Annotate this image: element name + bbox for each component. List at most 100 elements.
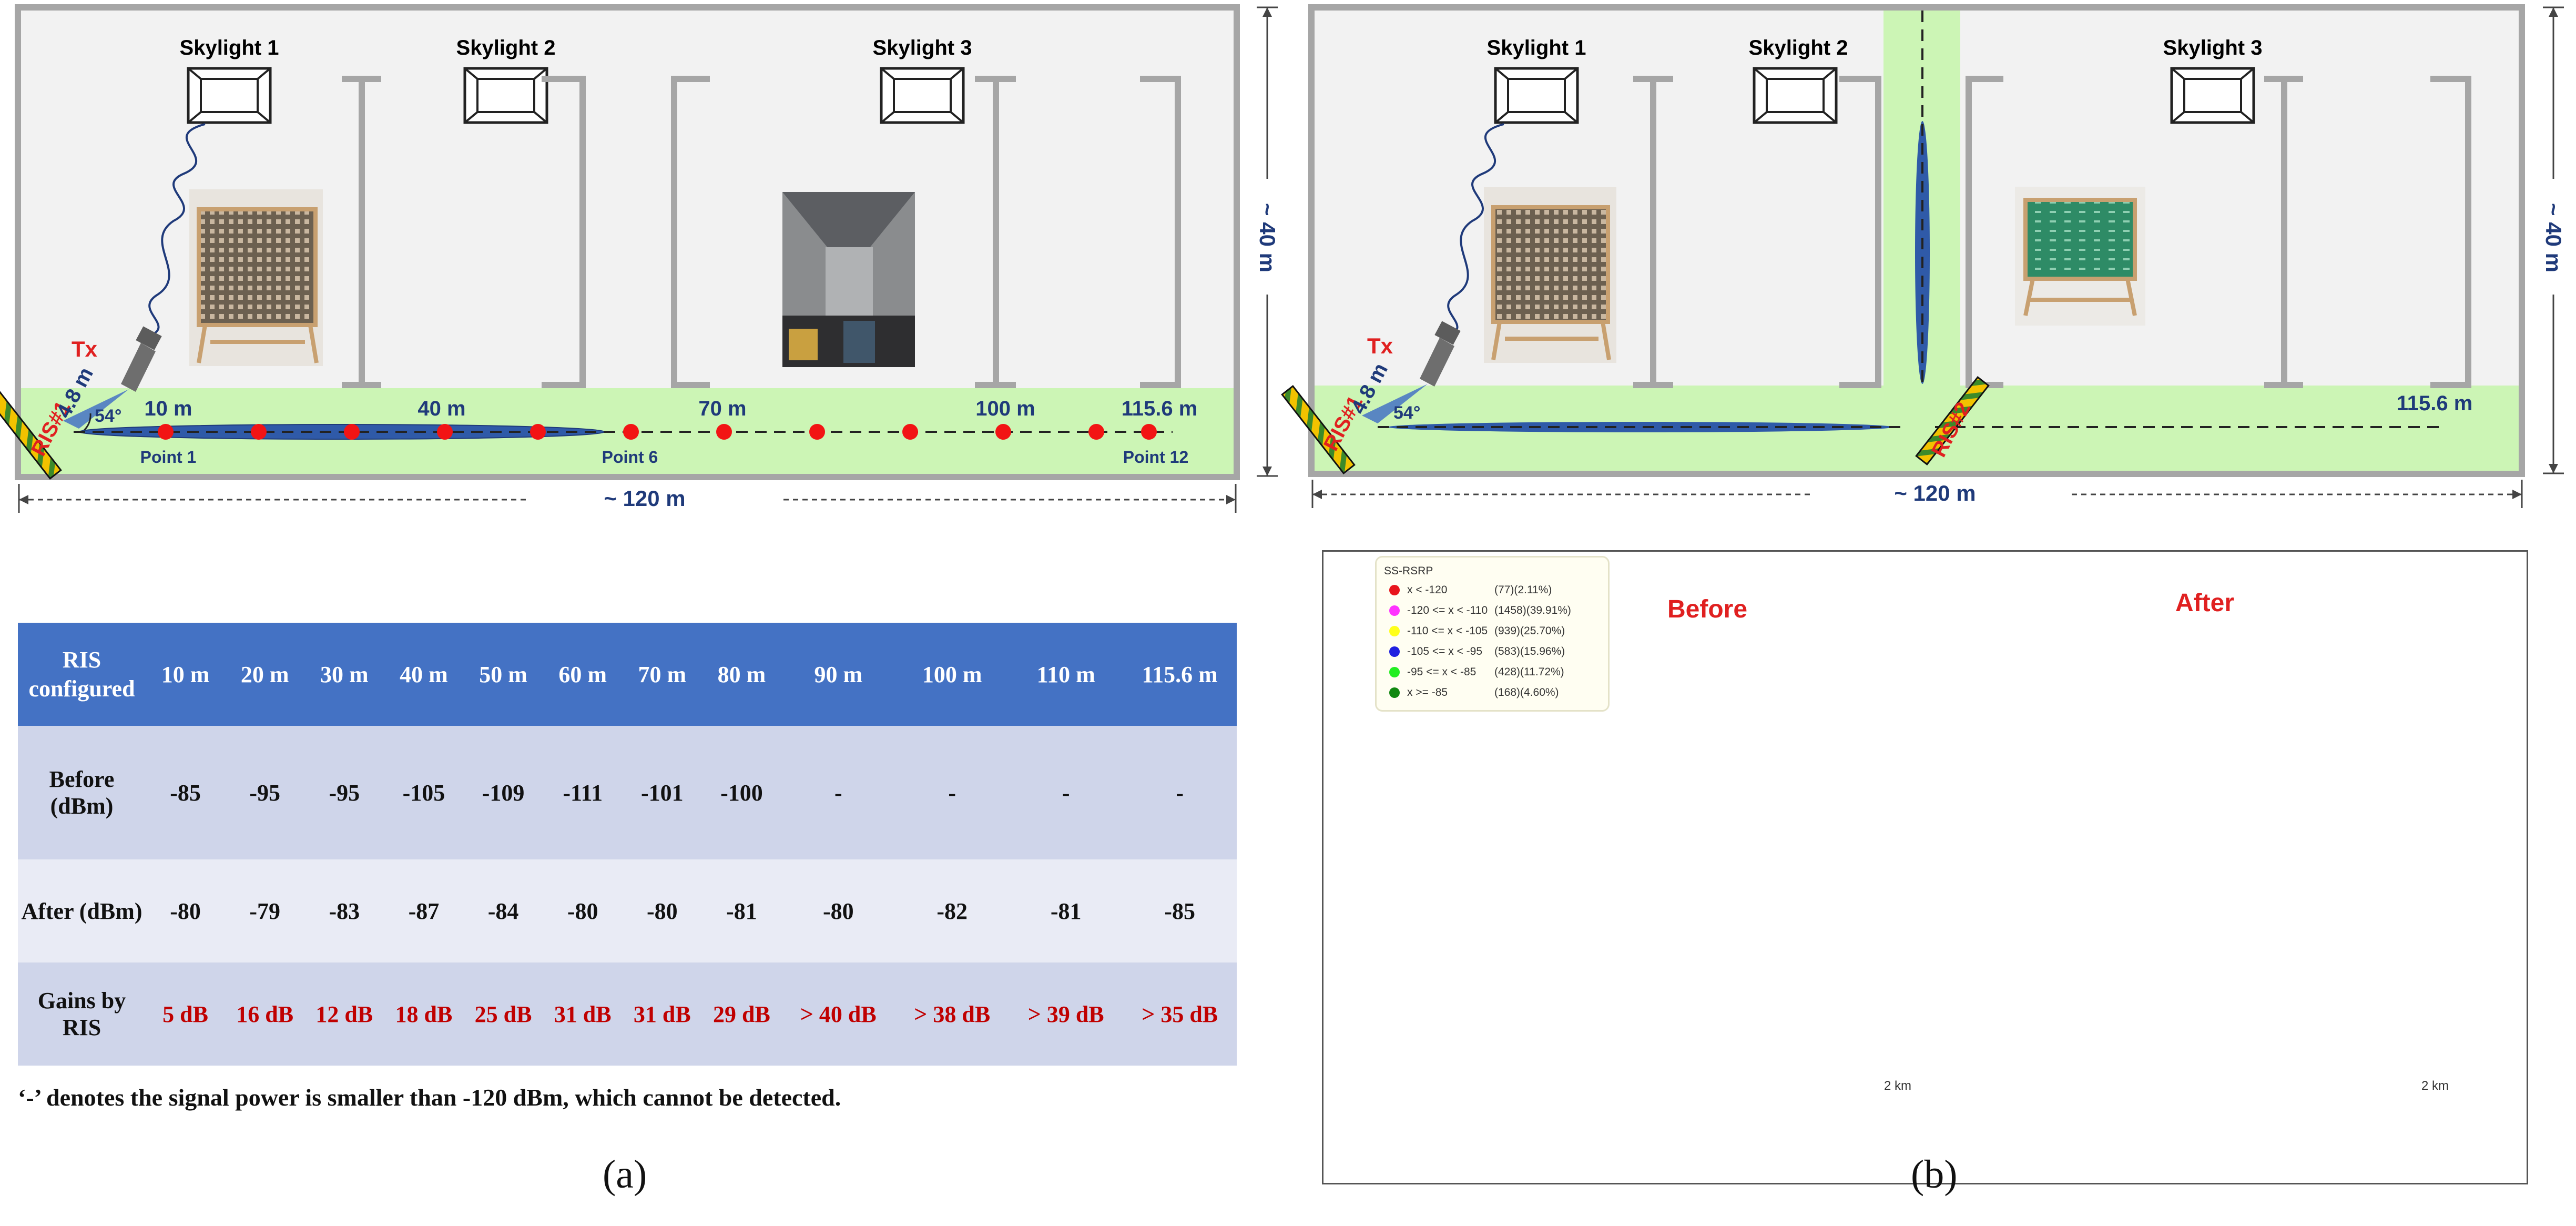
- table-cell: -81: [701, 859, 782, 962]
- table-cell: > 39 dB: [1009, 962, 1123, 1066]
- point-7: [716, 424, 732, 440]
- legend-dot-icon: [1389, 626, 1400, 636]
- table-cell: -: [781, 726, 895, 859]
- skylight-2: Skylight 2: [456, 36, 555, 124]
- ris-photo: [189, 189, 323, 366]
- height-dim-label: ~ 40 m: [1255, 203, 1280, 272]
- panel-b-diagram: Skylight 1 Skylight 2 Skylight 3: [1281, 4, 2566, 508]
- measurement-points: [158, 424, 1157, 440]
- table-cell: -82: [895, 859, 1009, 962]
- legend-label: -105 <= x < -95: [1407, 645, 1483, 657]
- corridor-photo: [782, 192, 915, 367]
- table-cell: 29 dB: [701, 962, 782, 1066]
- header-cell: 110 m: [1009, 623, 1123, 726]
- header-cell: 115.6 m: [1123, 623, 1237, 726]
- legend-label: -95 <= x < -85: [1407, 666, 1477, 678]
- header-cell: 90 m: [781, 623, 895, 726]
- header-cell: 50 m: [463, 623, 543, 726]
- width-label-b: ~ 120 m: [1894, 481, 1976, 505]
- table-cell: -101: [622, 726, 702, 859]
- point-label-12: Point 12: [1123, 448, 1188, 467]
- table-cell: 18 dB: [384, 962, 464, 1066]
- legend-label: -120 <= x < -110: [1407, 604, 1488, 616]
- header-cell: 10 m: [146, 623, 226, 726]
- table-cell: -83: [304, 859, 384, 962]
- table-cell: -85: [1123, 859, 1237, 962]
- caption-b: (b): [1911, 1152, 1958, 1197]
- header-cell: 70 m: [622, 623, 702, 726]
- legend-count: (77)(2.11%): [1494, 584, 1552, 596]
- point-5: [530, 424, 546, 440]
- point-10: [995, 424, 1011, 440]
- skylight-b-3-label: Skylight 3: [2163, 36, 2263, 59]
- tx-label-b: Tx: [1367, 333, 1393, 358]
- caption-a: (a): [603, 1152, 647, 1197]
- header-cell: 80 m: [701, 623, 782, 726]
- distance-label-40m: 40 m: [418, 397, 465, 420]
- skylight-b-2: Skylight 2: [1749, 36, 1848, 124]
- legend-count: (168)(4.60%): [1494, 686, 1559, 698]
- tx-beam-b: [1362, 384, 1428, 423]
- table-cell: -105: [384, 726, 464, 859]
- legend-label: -110 <= x < -105: [1407, 625, 1488, 637]
- ris2-beam: [1915, 121, 1930, 384]
- point-1: [158, 424, 174, 440]
- table-cell: -80: [622, 859, 702, 962]
- point-12: [1141, 424, 1157, 440]
- legend-count: (1458)(39.91%): [1494, 604, 1571, 616]
- table-cell: 12 dB: [304, 962, 384, 1066]
- point-3: [344, 424, 360, 440]
- angle-label-b: 54°: [1393, 403, 1420, 423]
- point-label-1: Point 1: [140, 448, 197, 467]
- legend-dot-icon: [1389, 585, 1400, 595]
- legend-dot-icon: [1389, 687, 1400, 698]
- width-dimension: ~ 120 m: [18, 484, 1237, 513]
- table-cell: -80: [146, 859, 226, 962]
- tx-antenna: Tx: [72, 326, 162, 392]
- row-label: After (dBm): [18, 859, 146, 962]
- width-label: ~ 120 m: [604, 486, 685, 511]
- table-cell: 31 dB: [622, 962, 702, 1066]
- legend-label: x >= -85: [1407, 686, 1448, 698]
- point-6: [623, 424, 639, 440]
- table-cell: -109: [463, 726, 543, 859]
- skylight-3: Skylight 3: [873, 36, 972, 124]
- panel-a-diagram: Skylight 1 Skylight 2 Skylight 3: [0, 4, 1280, 513]
- legend-dot-icon: [1389, 646, 1400, 657]
- table-cell: -80: [543, 859, 623, 962]
- point-8: [809, 424, 825, 440]
- scale-label-after: 2 km: [2421, 1079, 2449, 1093]
- table-cell: -85: [146, 726, 226, 859]
- header-cell: 60 m: [543, 623, 623, 726]
- angle-label: 54°: [95, 406, 121, 426]
- header-cell: 30 m: [304, 623, 384, 726]
- tx-antenna-b: Tx: [1367, 321, 1461, 387]
- skylight-1-label: Skylight 1: [180, 36, 279, 59]
- point-9: [902, 424, 918, 440]
- table-cell: -95: [225, 726, 305, 859]
- table-cell: -100: [701, 726, 782, 859]
- legend-count: (428)(11.72%): [1494, 666, 1564, 678]
- map-legend: SS-RSRP x < -120 (77)(2.11%) -120 <= x <…: [1375, 556, 1610, 712]
- height-dimension-b: ~ 40 m: [2541, 6, 2566, 474]
- table-cell: -84: [463, 859, 543, 962]
- table-note: ‘-’ denotes the signal power is smaller …: [18, 1084, 841, 1111]
- table-cell: -95: [304, 726, 384, 859]
- point-11: [1088, 424, 1104, 440]
- distance-label-100m: 100 m: [975, 397, 1035, 420]
- results-table: RIS configured 10 m 20 m 30 m 40 m 50 m …: [18, 623, 1237, 1066]
- table-row: After (dBm) -80 -79 -83 -87 -84 -80 -80 …: [18, 859, 1237, 962]
- row-label: Gains by RIS: [18, 962, 146, 1066]
- table-cell: 16 dB: [225, 962, 305, 1066]
- table-cell: -: [1123, 726, 1237, 859]
- table-cell: > 40 dB: [781, 962, 895, 1066]
- table-cell: -: [1009, 726, 1123, 859]
- skylight-b-1: Skylight 1: [1487, 36, 1586, 124]
- header-cell: RIS configured: [18, 623, 146, 726]
- table-cell: -111: [543, 726, 623, 859]
- table-cell: 31 dB: [543, 962, 623, 1066]
- distance-label-b: 115.6 m: [2397, 392, 2473, 415]
- reflected-beam-b: [1388, 422, 1893, 432]
- table-cell: 25 dB: [463, 962, 543, 1066]
- legend-count: (939)(25.70%): [1494, 625, 1565, 637]
